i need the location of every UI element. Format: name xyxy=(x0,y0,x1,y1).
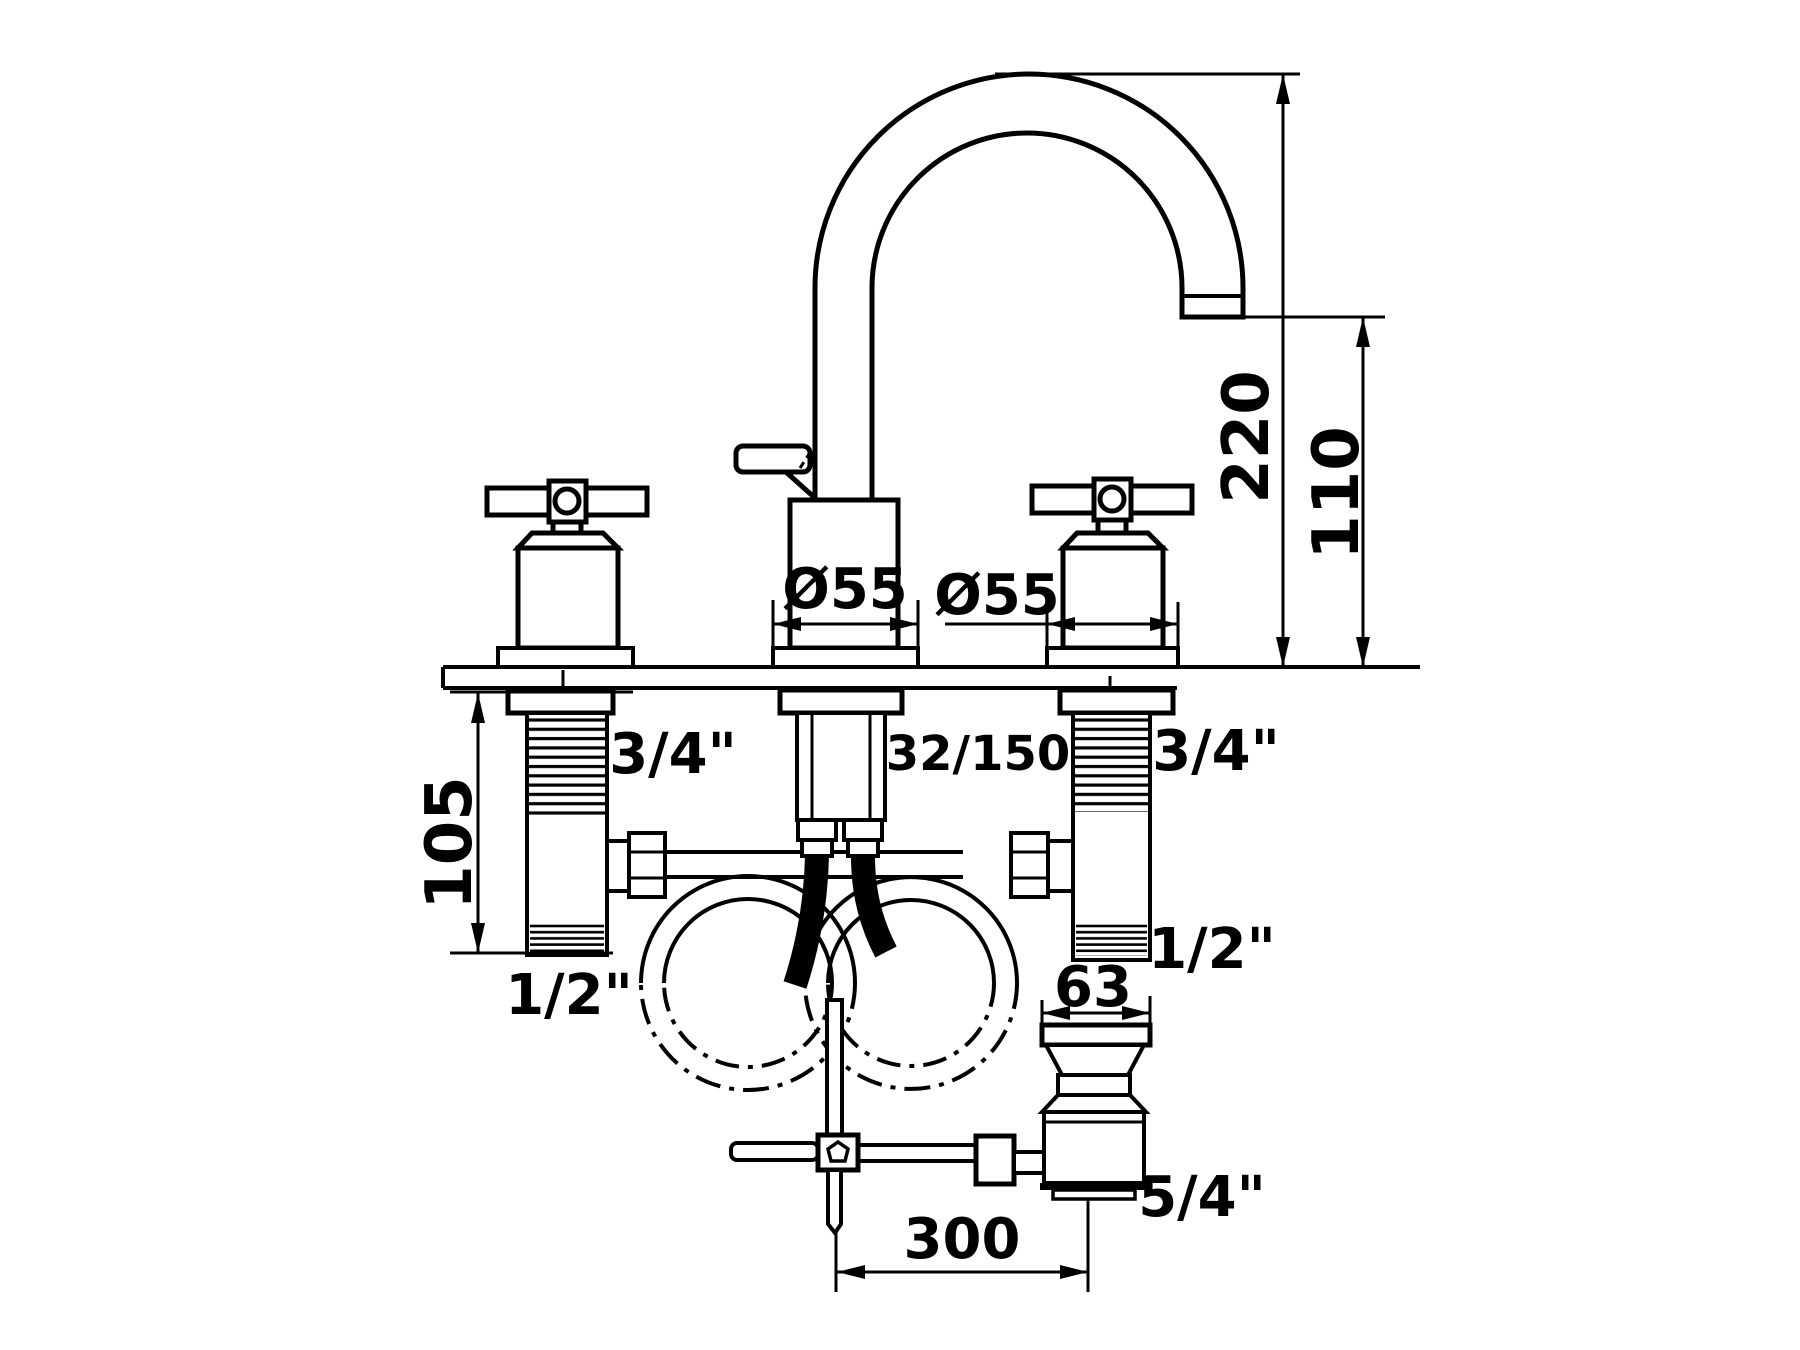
center-shank-body xyxy=(795,711,887,822)
popup-cross-screw xyxy=(826,1139,850,1163)
dim-label-220: 220 xyxy=(1210,370,1284,504)
left-shank-threads-top xyxy=(527,716,607,816)
left-shank-threads-bottom xyxy=(530,923,604,954)
arrow-right-icon xyxy=(890,617,918,631)
drain-base xyxy=(1051,1188,1137,1201)
arrow-right-icon xyxy=(1060,1265,1088,1279)
arrow-up-icon xyxy=(1276,74,1290,104)
arrow-down-icon xyxy=(471,923,485,953)
arrow-right-icon xyxy=(1150,617,1178,631)
left-valve-body xyxy=(515,545,621,651)
popup-rod-left xyxy=(729,1141,820,1162)
center-tailpiece-right-nut xyxy=(842,818,884,842)
dim-105: 105 xyxy=(413,690,633,955)
popup-link-arm xyxy=(1012,1150,1048,1175)
popup-link-nut xyxy=(973,1133,1017,1187)
dim-300: 300 xyxy=(834,1199,1090,1292)
right-shank-flange xyxy=(1057,687,1176,716)
center-tailpiece-right xyxy=(846,838,880,858)
arrow-right-icon xyxy=(1122,1006,1150,1020)
right-shank-threads-bottom xyxy=(1076,923,1147,956)
drain-funnel xyxy=(1042,1043,1148,1077)
left-fitting-nut xyxy=(627,831,667,899)
arrow-down-icon xyxy=(1276,637,1290,667)
drain-neck xyxy=(1056,1073,1132,1097)
left-fitting-stub xyxy=(605,839,631,893)
left-valve xyxy=(484,478,650,669)
center-shank xyxy=(777,687,905,858)
hose-tail-left xyxy=(783,855,829,989)
dim-220: 220 xyxy=(995,72,1300,667)
label-connection-spec: 32/150 xyxy=(886,726,1071,782)
right-fitting-stub xyxy=(1046,839,1075,893)
dim-label-55-right: Ø55 xyxy=(934,563,1060,628)
arrow-left-icon xyxy=(1047,617,1075,631)
right-handle-bar-right xyxy=(1126,483,1195,516)
thread-labels: 3/4" 3/4" 32/150 1/2" 1/2" 5/4" xyxy=(505,719,1280,1230)
arrow-up-icon xyxy=(1356,317,1370,347)
arrow-left-icon xyxy=(773,617,801,631)
drain-flare xyxy=(1037,1093,1151,1114)
label-left-tail-thread: 1/2" xyxy=(505,963,633,1028)
center-shank-flange xyxy=(777,687,905,716)
popup-rod-lower xyxy=(826,1168,843,1237)
mixer-escutcheon xyxy=(771,646,920,669)
drain-body xyxy=(1042,1110,1146,1185)
hose-tail-right xyxy=(851,855,897,958)
dim-63: 63 xyxy=(1040,955,1152,1026)
right-handle-screw xyxy=(1097,484,1127,514)
drain-flange xyxy=(1039,1022,1153,1048)
right-shank-threads-top xyxy=(1073,716,1150,812)
popup-rod-right xyxy=(856,1143,980,1163)
arrow-left-icon xyxy=(1042,1006,1070,1020)
hose-assembly xyxy=(639,850,1019,1092)
left-valve-escutcheon xyxy=(496,646,635,669)
dim-label-110: 110 xyxy=(1300,426,1374,560)
right-handle-bar-left xyxy=(1029,483,1098,516)
dimensions: 220 110 105 Ø55 xyxy=(413,72,1385,1292)
right-valve-body xyxy=(1060,545,1166,651)
popup-rod xyxy=(729,998,1048,1237)
dim-label-105: 105 xyxy=(413,776,487,910)
spout-curve xyxy=(812,71,1246,503)
left-handle-bar-right xyxy=(579,485,650,518)
label-drain-thread: 5/4" xyxy=(1138,1165,1266,1230)
spout-tab xyxy=(733,443,813,475)
dim-label-300: 300 xyxy=(904,1207,1021,1272)
label-right-inlet-thread: 3/4" xyxy=(1152,719,1280,784)
drain-base-line xyxy=(1040,1183,1148,1190)
drain-assembly xyxy=(1037,1022,1153,1201)
left-handle-screw xyxy=(552,486,582,516)
dim-110: 110 xyxy=(1243,315,1385,667)
dim-55-right: Ø55 xyxy=(934,563,1180,650)
arrow-up-icon xyxy=(471,693,485,723)
right-shank xyxy=(1009,687,1176,962)
center-tailpiece-left-nut xyxy=(796,818,838,842)
left-handle-bar-left xyxy=(484,485,555,518)
left-shank xyxy=(505,687,667,957)
dim-label-63: 63 xyxy=(1054,955,1132,1020)
right-valve-escutcheon xyxy=(1045,646,1180,669)
popup-rod-upper xyxy=(825,998,844,1139)
center-tailpiece-left xyxy=(800,838,834,858)
faucet-spout xyxy=(733,71,1246,669)
dim-55-center: Ø55 xyxy=(771,557,920,646)
right-valve xyxy=(1029,476,1195,669)
arrow-left-icon xyxy=(837,1265,865,1279)
arrow-down-icon xyxy=(1356,637,1370,667)
right-fitting-nut xyxy=(1009,831,1050,899)
label-right-tail-thread: 1/2" xyxy=(1148,917,1276,982)
label-left-inlet-thread: 3/4" xyxy=(609,722,737,787)
dim-label-55-center: Ø55 xyxy=(782,557,908,622)
